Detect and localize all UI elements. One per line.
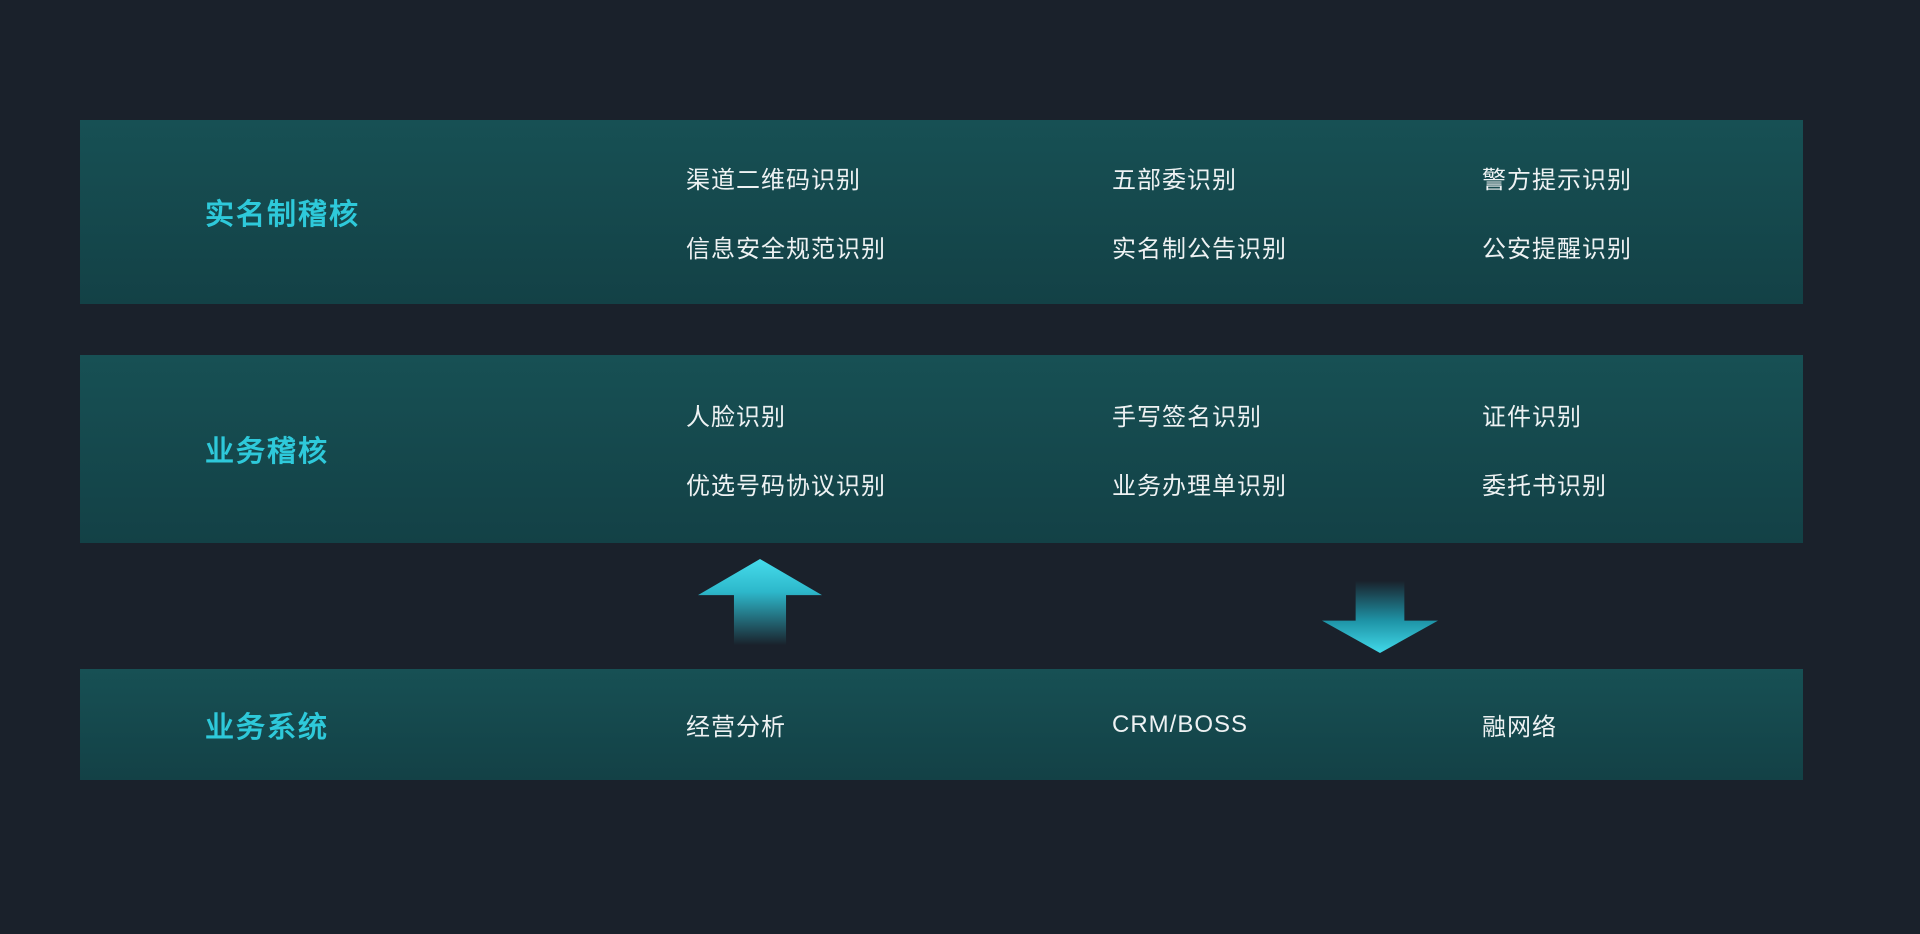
feature-item: 警方提示识别 (1482, 167, 1632, 194)
band-systems-column-1: 经营分析 (686, 669, 786, 780)
feature-item: 手写签名识别 (1112, 404, 1262, 431)
feature-item: 委托书识别 (1482, 473, 1607, 500)
band-label-business-systems: 业务系统 (205, 711, 330, 744)
feature-item: 渠道二维码识别 (686, 167, 861, 194)
band-business-column-2: 手写签名识别 业务办理单识别 (1112, 355, 1287, 543)
band-realname-column-2: 五部委识别 实名制公告识别 (1112, 120, 1287, 304)
system-item: CRM/BOSS (1112, 710, 1249, 738)
arrow-down-icon (1322, 581, 1438, 653)
band-business-systems: 业务系统 经营分析 CRM/BOSS 融网络 (80, 669, 1803, 780)
band-systems-column-3: 融网络 (1482, 669, 1557, 780)
feature-item: 证件识别 (1482, 404, 1582, 431)
feature-item: 五部委识别 (1112, 167, 1237, 194)
feature-item: 人脸识别 (686, 404, 786, 431)
feature-item: 优选号码协议识别 (686, 473, 886, 500)
band-realname-audit: 实名制稽核 渠道二维码识别 信息安全规范识别 五部委识别 实名制公告识别 警方提… (80, 120, 1803, 304)
arrow-up-icon (698, 559, 822, 645)
system-item: 经营分析 (686, 714, 786, 741)
band-label-realname-audit: 实名制稽核 (205, 199, 361, 231)
band-systems-column-2: CRM/BOSS (1112, 669, 1248, 780)
band-label-business-audit: 业务稽核 (205, 436, 330, 468)
band-business-column-1: 人脸识别 优选号码协议识别 (686, 355, 886, 543)
feature-item: 业务办理单识别 (1112, 473, 1287, 500)
feature-item: 信息安全规范识别 (686, 236, 886, 263)
feature-item: 公安提醒识别 (1482, 236, 1632, 263)
band-business-column-3: 证件识别 委托书识别 (1482, 355, 1607, 543)
band-business-audit: 业务稽核 人脸识别 优选号码协议识别 手写签名识别 业务办理单识别 证件识别 委… (80, 355, 1803, 543)
band-realname-column-1: 渠道二维码识别 信息安全规范识别 (686, 120, 886, 304)
system-item: 融网络 (1482, 714, 1557, 741)
band-realname-column-3: 警方提示识别 公安提醒识别 (1482, 120, 1632, 304)
feature-item: 实名制公告识别 (1112, 236, 1287, 263)
